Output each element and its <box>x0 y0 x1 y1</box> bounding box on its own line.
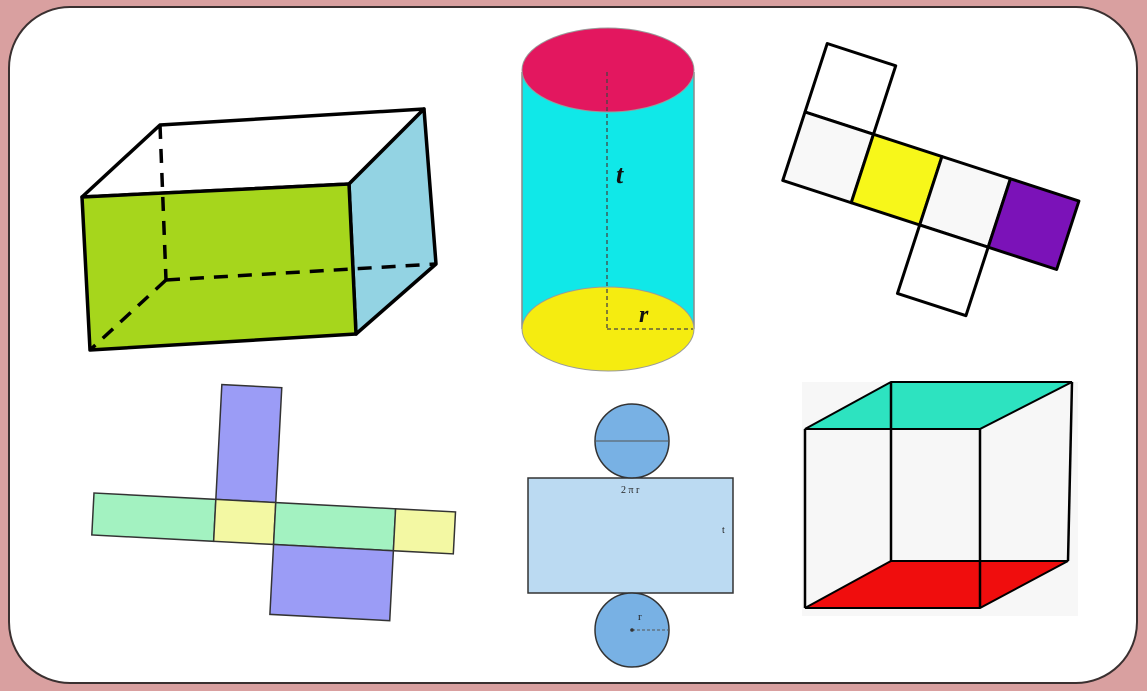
cuboid-net-face-1 <box>91 492 217 543</box>
box-front-face <box>80 182 358 352</box>
cuboid-net-top-face <box>215 383 283 504</box>
cuboid-net-face-4 <box>392 508 457 555</box>
figures-panel: t r 2 π r <box>8 6 1138 684</box>
cylinder-net-radius-label: r <box>638 611 642 623</box>
wireframe-cube <box>802 381 1078 616</box>
cylinder-top-face <box>521 27 695 113</box>
cube-net-face-4 <box>986 177 1081 271</box>
cuboid-net-face-3 <box>272 501 397 552</box>
cylinder: t r <box>521 27 695 372</box>
geometric-figures-canvas: t r 2 π r <box>80 27 1081 668</box>
cuboid-net <box>91 383 457 622</box>
cylinder-height-label: t <box>616 160 624 189</box>
rectangular-box <box>80 107 438 352</box>
cylinder-net-height-label: t <box>722 525 725 536</box>
cylinder-net: 2 π r t r <box>527 403 734 668</box>
cube-net <box>781 42 1081 318</box>
cylinder-radius-label: r <box>639 302 649 328</box>
cuboid-net-face-2 <box>212 498 277 546</box>
box-hidden-edges <box>88 124 437 352</box>
cube-edges <box>803 381 1074 608</box>
cylinder-net-width-label: 2 π r <box>621 485 640 496</box>
cuboid-net-bottom-face <box>269 543 395 622</box>
cylinder-body <box>522 72 694 329</box>
cube-net-face-bottom <box>895 223 990 318</box>
